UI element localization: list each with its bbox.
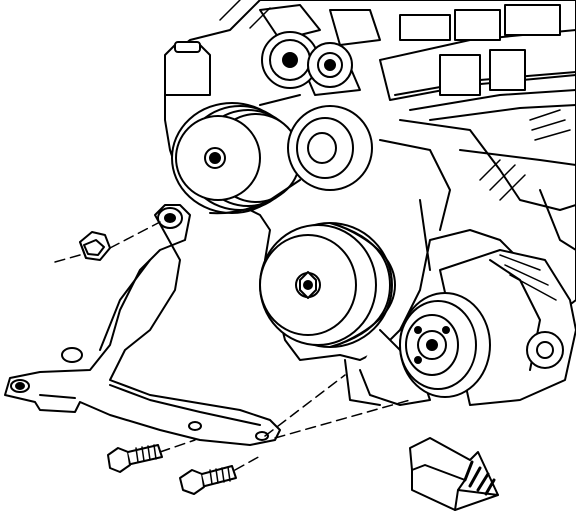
nut bbox=[79, 231, 111, 261]
small-idler-pulley bbox=[307, 42, 353, 88]
bolt-1 bbox=[107, 444, 163, 473]
tensioner-pulley bbox=[287, 105, 373, 191]
power-steering-pulley bbox=[171, 102, 301, 214]
drive-belt bbox=[209, 94, 301, 215]
mounting-bracket bbox=[4, 204, 281, 446]
ac-compressor bbox=[399, 249, 576, 406]
leader-lines bbox=[54, 221, 411, 471]
bolt-2 bbox=[179, 465, 237, 495]
water-pump-pulley bbox=[259, 222, 396, 348]
upper-idler-pulley bbox=[261, 31, 319, 89]
view-arrow bbox=[409, 437, 499, 511]
